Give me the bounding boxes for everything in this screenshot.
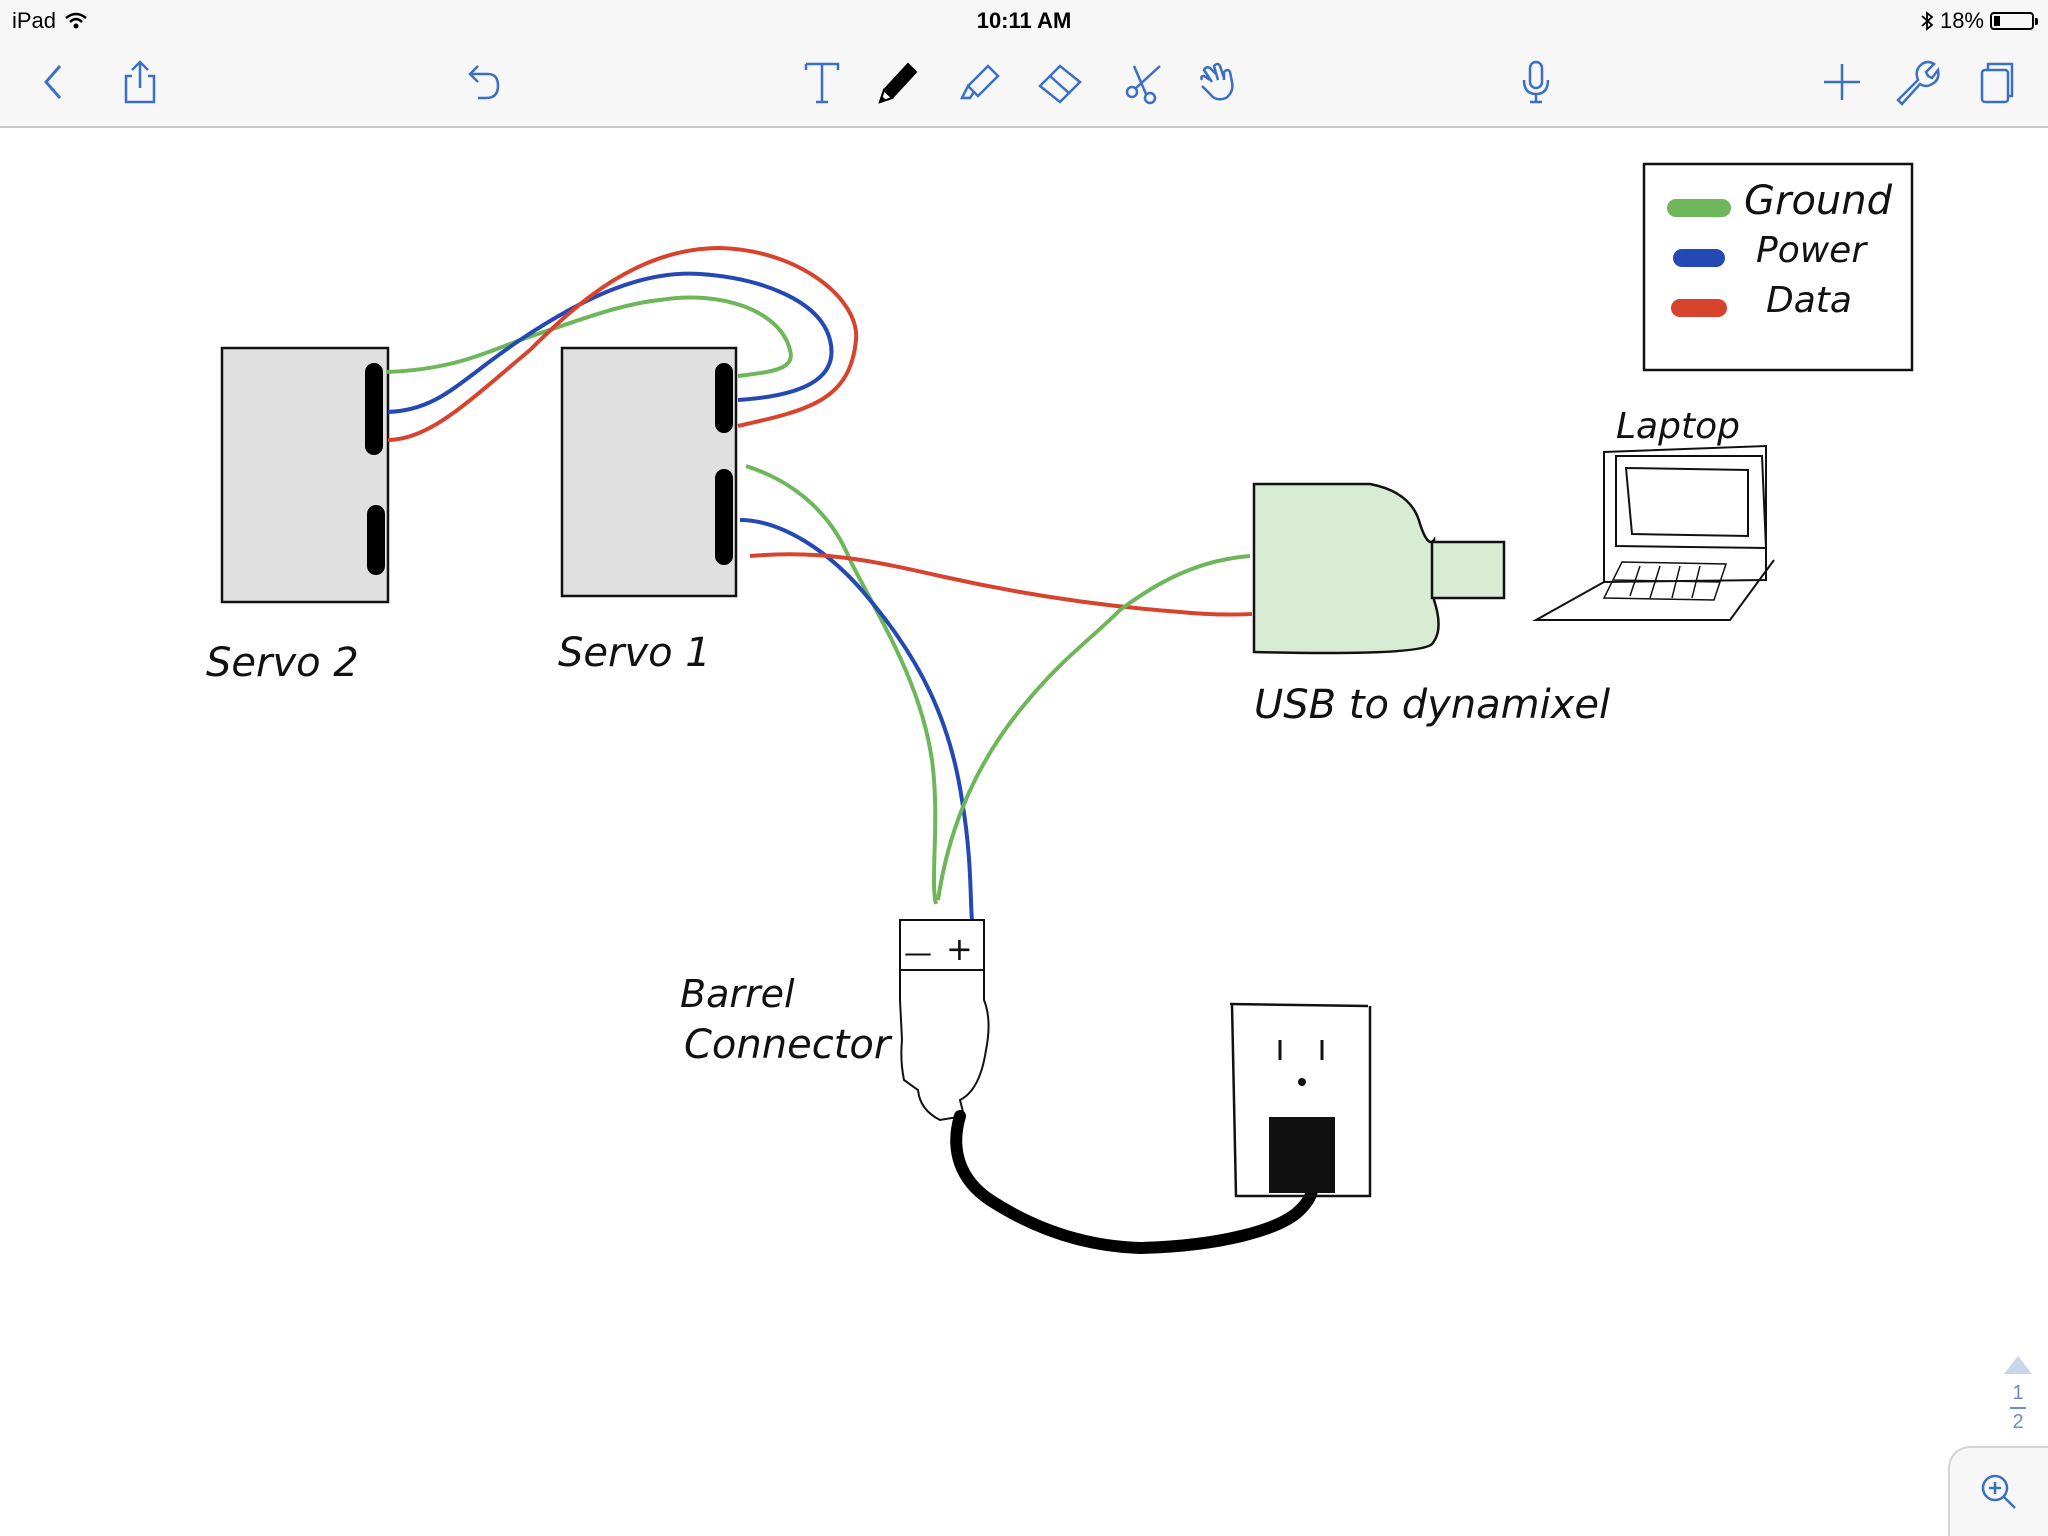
note-canvas[interactable]: Servo 2 Servo 1 USB to dynamixel Laptop … <box>0 130 2048 1536</box>
page-up-icon[interactable] <box>2004 1356 2032 1374</box>
text-tool-icon[interactable] <box>792 50 852 114</box>
servo-1-box <box>562 348 736 596</box>
device-name: iPad <box>12 8 57 33</box>
laptop-label: Laptop <box>1616 406 1740 447</box>
laptop-lid-outline <box>1603 444 1767 584</box>
ground-wire-to-barrel <box>745 464 938 905</box>
servo-2-box <box>220 346 390 604</box>
laptop-base <box>1532 559 1775 621</box>
share-icon[interactable] <box>110 50 170 114</box>
legend-box <box>1642 162 1914 372</box>
hand-tool-icon[interactable] <box>1186 50 1246 114</box>
usb-label: USB to dynamixel <box>1254 682 1611 728</box>
page-current: 1 <box>2012 1382 2024 1404</box>
barrel-minus: — <box>904 936 932 969</box>
barrel-plus: + <box>946 930 973 968</box>
ground-wire-loop <box>385 295 793 378</box>
servo-2-label: Servo 2 <box>206 640 359 686</box>
pages-icon[interactable] <box>1966 50 2026 114</box>
zoom-in-icon <box>1981 1474 2016 1509</box>
ground-wire-to-usb <box>936 554 1251 901</box>
battery-percent: 18% <box>1939 8 1984 33</box>
barrel-connector-body <box>899 919 990 1122</box>
back-icon[interactable] <box>24 50 84 114</box>
usb-plug <box>1430 540 1506 600</box>
barrel-label-line2: Connector <box>684 1022 891 1068</box>
power-wire-loop <box>387 271 834 414</box>
toolbar <box>0 40 2048 128</box>
power-cable <box>950 1110 1318 1255</box>
lasso-scissors-icon[interactable] <box>1114 50 1174 114</box>
laptop-keyboard <box>1602 561 1728 601</box>
status-bar: iPad 10:11 AM 18% <box>0 0 2048 40</box>
clock: 10:11 AM <box>976 8 1072 33</box>
bluetooth-icon <box>1921 11 1934 31</box>
microphone-icon[interactable] <box>1506 50 1566 114</box>
undo-icon[interactable] <box>452 50 512 114</box>
page-total: 2 <box>2012 1411 2024 1433</box>
power-wire-to-barrel <box>739 518 974 921</box>
eraser-tool-icon[interactable] <box>1030 50 1090 114</box>
battery-icon <box>1990 12 2038 30</box>
legend-power-label: Power <box>1756 230 1867 271</box>
legend-data-label: Data <box>1766 280 1852 321</box>
add-icon[interactable] <box>1812 50 1872 114</box>
hand-drawing <box>220 162 1914 1255</box>
laptop-screen <box>1615 455 1768 550</box>
wrench-icon[interactable] <box>1886 50 1946 114</box>
legend-ground-label: Ground <box>1744 178 1893 224</box>
wifi-icon <box>65 12 87 29</box>
servo-1-label: Servo 1 <box>558 630 711 676</box>
data-wire-loop <box>387 245 859 442</box>
highlighter-tool-icon[interactable] <box>950 50 1010 114</box>
barrel-label-line1: Barrel <box>680 972 795 1016</box>
zoom-button[interactable] <box>1948 1446 2048 1536</box>
pen-tool-icon[interactable] <box>866 50 926 114</box>
usb-body <box>1252 482 1440 655</box>
data-wire-to-usb <box>749 552 1253 617</box>
wall-outlet <box>1229 1002 1372 1198</box>
page-indicator[interactable]: 1 2 <box>1998 1356 2038 1434</box>
power-adapter-plug <box>1269 1117 1335 1193</box>
